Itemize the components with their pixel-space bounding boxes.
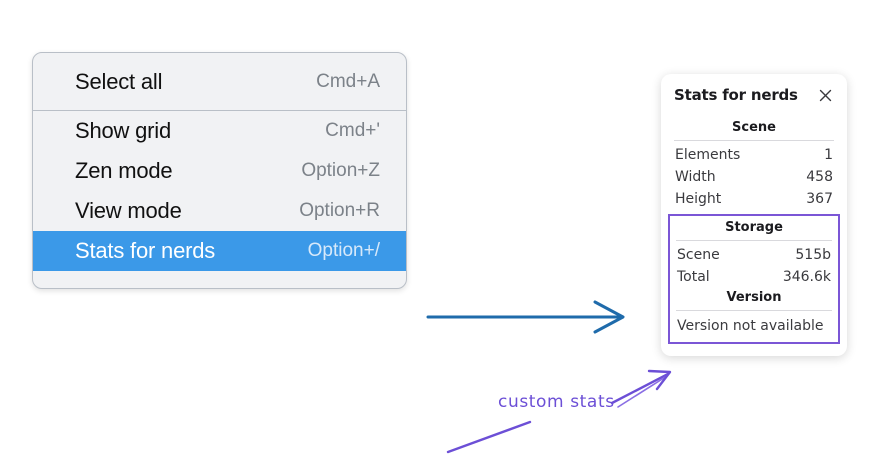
stat-row-elements: Elements 1 xyxy=(674,144,834,166)
menu-item-label: Show grid xyxy=(75,118,172,143)
stat-row-width: Width 458 xyxy=(674,166,834,188)
menu-bottom-padding xyxy=(33,271,406,288)
stat-key: Height xyxy=(675,191,722,207)
menu-item-label: Select all xyxy=(75,69,163,94)
storage-section: Storage Scene 515b Total 346.6k xyxy=(676,218,832,288)
custom-stats-callout-label: custom stats xyxy=(498,392,615,412)
panel-title: Stats for nerds xyxy=(674,86,798,104)
stat-key: Scene xyxy=(677,247,720,263)
menu-item-zen-mode[interactable]: Zen mode Option+Z xyxy=(33,151,406,191)
storage-divider xyxy=(676,240,832,241)
stat-value: 346.6k xyxy=(782,269,831,285)
panel-header: Stats for nerds xyxy=(674,86,834,104)
close-icon[interactable] xyxy=(817,87,834,104)
menu-group-1: Select all Cmd+A xyxy=(33,62,406,102)
version-divider xyxy=(676,310,832,311)
stat-key: Total xyxy=(677,269,710,285)
stat-row-storage-total: Total 346.6k xyxy=(676,266,832,288)
version-section: Version Version not available xyxy=(676,288,832,338)
menu-item-show-grid[interactable]: Show grid Cmd+' xyxy=(33,111,406,151)
menu-item-select-all[interactable]: Select all Cmd+A xyxy=(33,62,406,102)
menu-item-shortcut: Option+/ xyxy=(307,240,380,261)
menu-top-padding xyxy=(33,53,406,62)
stats-for-nerds-panel: Stats for nerds Scene Elements 1 Width 4… xyxy=(661,74,847,356)
storage-heading: Storage xyxy=(725,220,783,235)
stat-row-height: Height 367 xyxy=(674,188,834,210)
stat-value: 1 xyxy=(824,147,833,163)
scene-divider xyxy=(674,140,834,141)
context-menu[interactable]: Select all Cmd+A Show grid Cmd+' Zen mod… xyxy=(32,52,407,289)
menu-item-shortcut: Cmd+A xyxy=(316,71,380,92)
menu-separator xyxy=(33,110,406,111)
stat-value: 367 xyxy=(806,191,833,207)
version-text: Version not available xyxy=(677,318,824,334)
menu-item-label: Zen mode xyxy=(75,158,173,183)
stat-value: 515b xyxy=(795,247,831,263)
menu-item-view-mode[interactable]: View mode Option+R xyxy=(33,191,406,231)
menu-item-stats-for-nerds[interactable]: Stats for nerds Option+/ xyxy=(33,231,406,271)
menu-group-2: Show grid Cmd+' Zen mode Option+Z View m… xyxy=(33,111,406,271)
purple-underline-stroke-icon xyxy=(446,420,532,454)
stat-key: Width xyxy=(675,169,716,185)
stat-key: Elements xyxy=(675,147,741,163)
blue-arrow-icon xyxy=(426,300,625,334)
stat-row-storage-scene: Scene 515b xyxy=(676,244,832,266)
version-heading: Version xyxy=(726,290,782,305)
custom-stats-highlight-box: Storage Scene 515b Total 346.6k Version … xyxy=(668,214,840,344)
menu-item-label: Stats for nerds xyxy=(75,238,216,263)
purple-callout-arrow-icon xyxy=(610,369,672,408)
menu-item-shortcut: Option+R xyxy=(299,200,380,221)
scene-heading: Scene xyxy=(732,120,776,135)
menu-item-label: View mode xyxy=(75,198,182,223)
menu-item-shortcut: Option+Z xyxy=(301,160,380,181)
scene-section: Scene Elements 1 Width 458 Height 367 xyxy=(674,118,834,210)
menu-item-shortcut: Cmd+' xyxy=(325,120,380,141)
stat-value: 458 xyxy=(806,169,833,185)
